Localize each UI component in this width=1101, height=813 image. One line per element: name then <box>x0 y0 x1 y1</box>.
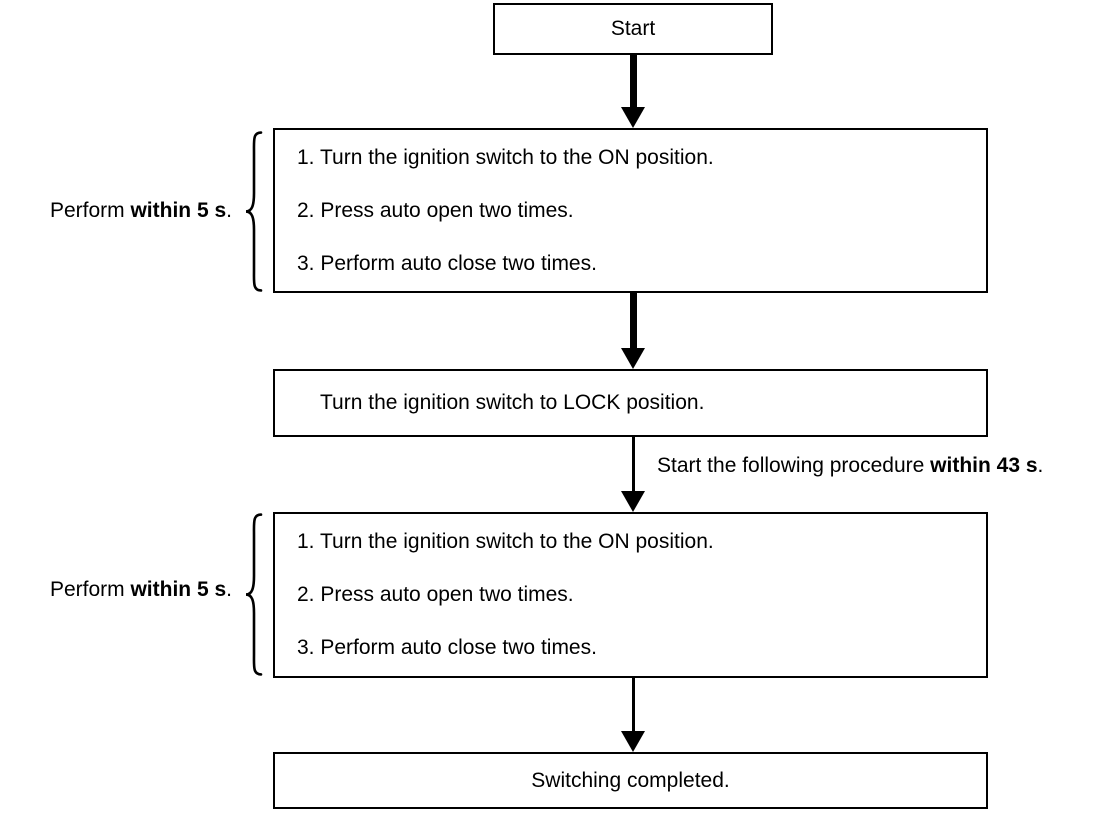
start-box: Start <box>493 3 773 55</box>
step-box-1: 1. Turn the ignition switch to the ON po… <box>273 128 988 293</box>
down-arrow-connector-3 <box>621 437 645 512</box>
end-box: Switching completed. <box>273 752 988 809</box>
annotation-within-43s: Start the following procedure within 43 … <box>657 453 1043 479</box>
annotation-period: . <box>1037 454 1044 477</box>
arrow-head-icon <box>621 731 645 752</box>
arrow-shaft <box>629 293 637 348</box>
side-label-perform-2: Perform within 5 s. <box>0 577 232 603</box>
arrow-head-icon <box>621 107 645 128</box>
step-box-2: 1. Turn the ignition switch to the ON po… <box>273 512 988 678</box>
step-item: 2. Press auto open two times. <box>297 583 574 606</box>
step-item: 1. Turn the ignition switch to the ON po… <box>297 530 714 553</box>
arrow-head-icon <box>621 491 645 512</box>
lock-label: Turn the ignition switch to LOCK positio… <box>320 391 705 414</box>
step-item: 3. Perform auto close two times. <box>297 636 597 659</box>
down-arrow-connector-1 <box>621 55 645 128</box>
side-label-period: . <box>226 199 232 222</box>
annotation-bold: within 43 s <box>930 454 1038 477</box>
side-label-bold: within 5 s <box>130 199 227 222</box>
step-item: 2. Press auto open two times. <box>297 198 574 222</box>
down-arrow-connector-4 <box>621 678 645 752</box>
side-label-period: . <box>226 578 232 601</box>
arrow-head-icon <box>621 348 645 369</box>
side-label-bold: within 5 s <box>130 578 227 601</box>
side-label-text: Perform <box>49 578 131 601</box>
arrow-shaft <box>631 437 635 491</box>
lock-box: Turn the ignition switch to LOCK positio… <box>273 369 988 437</box>
arrow-shaft <box>631 678 635 731</box>
curly-brace-icon-2 <box>245 513 263 676</box>
annotation-text: Start the following procedure <box>657 454 931 477</box>
step-item: 1. Turn the ignition switch to the ON po… <box>297 145 714 169</box>
start-label: Start <box>610 17 656 40</box>
end-label: Switching completed. <box>531 768 730 792</box>
arrow-shaft <box>629 55 637 107</box>
side-label-text: Perform <box>49 199 131 222</box>
step-item: 3. Perform auto close two times. <box>297 251 597 275</box>
side-label-perform-1: Perform within 5 s. <box>0 198 232 224</box>
curly-brace-icon-1 <box>245 131 263 292</box>
down-arrow-connector-2 <box>621 293 645 369</box>
